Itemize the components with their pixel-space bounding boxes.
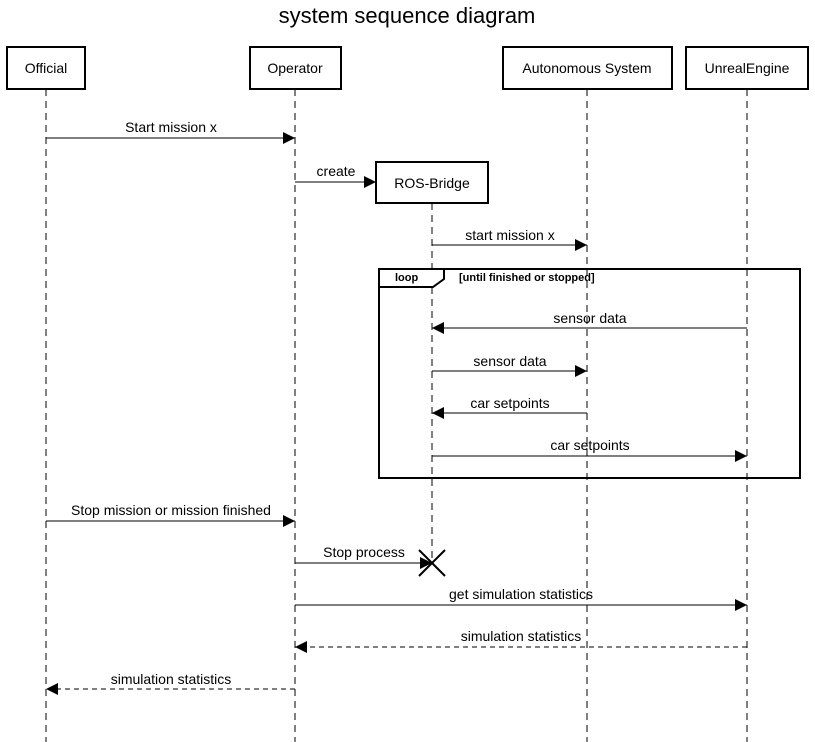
message-label: car setpoints [550, 437, 629, 453]
participant-label: Autonomous System [522, 60, 651, 76]
message-get-simulation-statistics: get simulation statistics [295, 586, 747, 611]
message-sensor-data-to-autonomous: sensor data [432, 353, 587, 377]
loop-fragment: loop [until finished or stopped] [378, 268, 801, 479]
message-label: sensor data [553, 310, 626, 326]
message-stop-mission: Stop mission or mission finished [46, 502, 295, 527]
participant-label: UnrealEngine [705, 60, 790, 76]
participant-label: ROS-Bridge [394, 175, 470, 191]
message-label: Stop mission or mission finished [71, 502, 271, 518]
message-simulation-statistics-to-official: simulation statistics [46, 671, 295, 695]
message-label: simulation statistics [461, 628, 582, 644]
message-label: Start mission x [125, 119, 217, 135]
participant-label: Official [25, 60, 68, 76]
loop-tab [378, 268, 445, 288]
participant-ros-bridge: ROS-Bridge [375, 161, 489, 204]
message-create: create [295, 163, 376, 188]
message-start-mission: Start mission x [46, 119, 295, 144]
message-sensor-data-from-unreal: sensor data [432, 310, 747, 334]
message-label: start mission x [465, 227, 554, 243]
destroy-marker [418, 549, 446, 577]
message-label: get simulation statistics [449, 586, 593, 602]
participant-autonomous-system: Autonomous System [502, 46, 673, 90]
message-car-setpoints-from-autonomous: car setpoints [432, 395, 587, 419]
message-label: create [317, 163, 356, 179]
loop-keyword: loop [395, 272, 418, 284]
participant-unreal-engine: UnrealEngine [685, 46, 809, 90]
message-simulation-statistics-return: simulation statistics [295, 628, 747, 653]
participant-label: Operator [267, 60, 323, 76]
message-label: car setpoints [470, 395, 549, 411]
loop-condition: [until finished or stopped] [459, 272, 595, 284]
message-label: simulation statistics [111, 671, 232, 687]
message-stop-process: Stop process [295, 544, 432, 569]
participant-operator: Operator [249, 46, 342, 90]
message-start-mission-ros: start mission x [432, 227, 587, 251]
participant-official: Official [6, 46, 86, 90]
message-car-setpoints-to-unreal: car setpoints [432, 437, 747, 462]
message-label: sensor data [473, 353, 546, 369]
loop-frame [378, 268, 801, 479]
message-label: Stop process [323, 544, 405, 560]
diagram-title: system sequence diagram [279, 3, 536, 28]
